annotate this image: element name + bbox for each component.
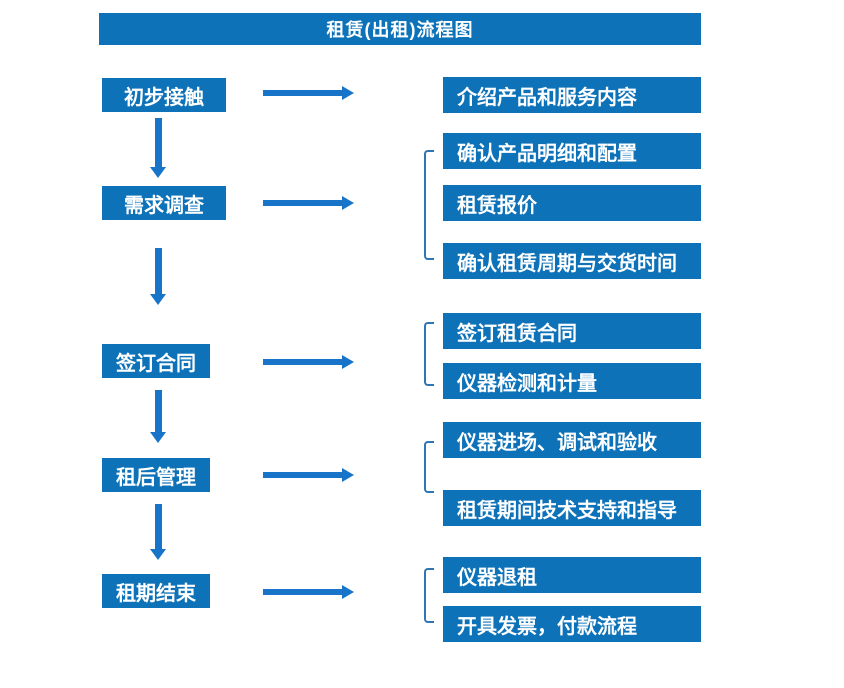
down-arrow-shaft <box>154 248 162 294</box>
group-bracket-rental-end <box>424 568 434 623</box>
right-arrow-2 <box>263 196 354 210</box>
stage-box-rental-end: 租期结束 <box>102 574 210 608</box>
output-box-confirm-rental-period: 确认租赁周期与交货时间 <box>443 243 701 279</box>
down-arrow-head <box>150 549 166 560</box>
right-arrow-shaft <box>263 359 342 365</box>
right-arrow-head <box>342 585 354 599</box>
right-arrow-5 <box>263 585 354 599</box>
right-arrow-shaft <box>263 200 342 206</box>
down-arrow-head <box>150 167 166 178</box>
down-arrow-1 <box>150 118 166 178</box>
output-box-instrument-setup-acceptance: 仪器进场、调试和验收 <box>443 422 701 458</box>
output-box-tech-support: 租赁期间技术支持和指导 <box>443 490 701 526</box>
output-box-confirm-product-details: 确认产品明细和配置 <box>443 133 701 169</box>
down-arrow-3 <box>150 390 166 443</box>
right-arrow-3 <box>263 355 354 369</box>
flowchart-title: 租赁(出租)流程图 <box>326 20 474 40</box>
stage-box-post-rental-management: 租后管理 <box>102 458 210 492</box>
right-arrow-shaft <box>263 90 342 96</box>
right-arrow-shaft <box>263 589 342 595</box>
down-arrow-shaft <box>154 118 162 167</box>
group-bracket-demand-survey <box>424 150 434 260</box>
output-box-invoice-payment: 开具发票，付款流程 <box>443 606 701 642</box>
right-arrow-4 <box>263 468 354 482</box>
right-arrow-head <box>342 86 354 100</box>
output-box-rental-quote: 租赁报价 <box>443 185 701 221</box>
right-arrow-1 <box>263 86 354 100</box>
right-arrow-head <box>342 355 354 369</box>
output-box-sign-rental-contract: 签订租赁合同 <box>443 313 701 349</box>
down-arrow-shaft <box>154 504 162 549</box>
down-arrow-shaft <box>154 390 162 432</box>
stage-box-demand-survey: 需求调查 <box>102 186 226 220</box>
output-box-introduce-products: 介绍产品和服务内容 <box>443 77 701 113</box>
down-arrow-4 <box>150 504 166 560</box>
down-arrow-head <box>150 294 166 305</box>
group-bracket-post-rental <box>424 441 434 493</box>
stage-box-sign-contract: 签订合同 <box>102 344 210 378</box>
output-box-instrument-return: 仪器退租 <box>443 557 701 593</box>
output-box-instrument-testing: 仪器检测和计量 <box>443 363 701 399</box>
group-bracket-sign-contract <box>424 322 434 386</box>
stage-box-initial-contact: 初步接触 <box>102 78 226 112</box>
down-arrow-head <box>150 432 166 443</box>
flowchart-title-bar: 租赁(出租)流程图 <box>99 13 701 45</box>
right-arrow-head <box>342 196 354 210</box>
right-arrow-shaft <box>263 472 342 478</box>
right-arrow-head <box>342 468 354 482</box>
down-arrow-2 <box>150 248 166 305</box>
